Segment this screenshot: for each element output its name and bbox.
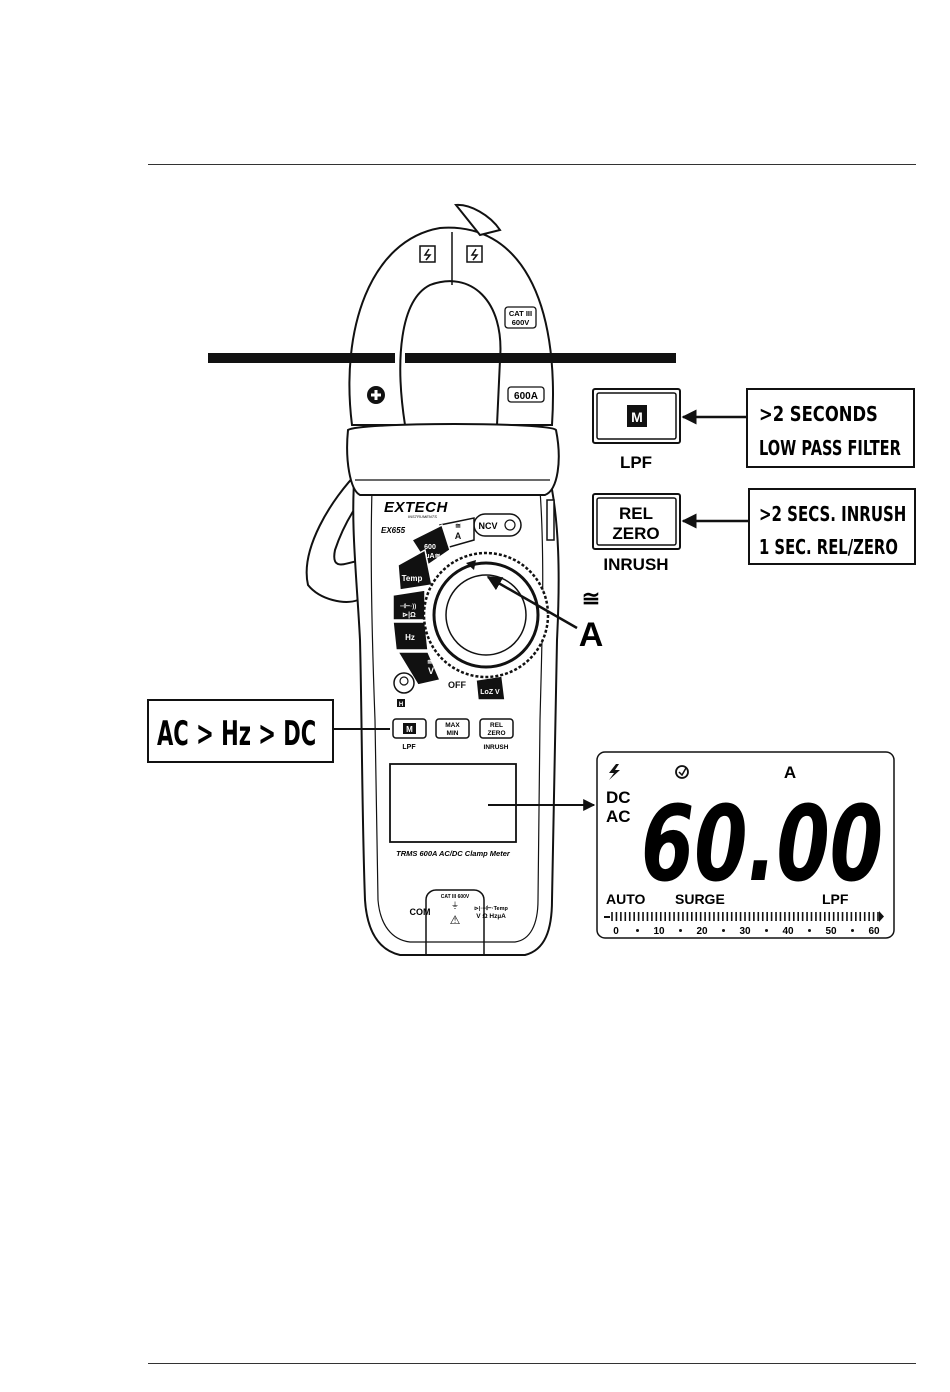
- warning-triangle-icon: ⚠: [450, 913, 461, 927]
- ground-icon: ⏚: [451, 901, 459, 910]
- meter-min-face: MIN: [447, 730, 459, 737]
- meter-maxmin-button: MAX MIN: [435, 718, 470, 739]
- meter-lcd: [389, 763, 517, 843]
- dial-diode-ohm: ⊳|Ω: [402, 612, 416, 619]
- callout-rel-note-2: 1 SEC. REL/ZERO: [759, 537, 898, 560]
- dial-temp: Temp: [402, 574, 423, 583]
- meter-rel-face: REL: [490, 722, 503, 729]
- callout-rel-face-2: ZERO: [612, 524, 659, 543]
- dial-off: OFF: [448, 680, 466, 690]
- lcd-timer-icon: [675, 765, 689, 779]
- callout-mode-note-1: >2 SECONDS: [759, 404, 878, 427]
- scale-dot: [679, 929, 682, 932]
- callout-dial-symbol-label: A: [579, 616, 604, 654]
- lcd-label-auto: AUTO: [606, 891, 646, 907]
- callout-dial-symbol: ≅ A: [486, 575, 604, 654]
- dial-volts: V: [428, 666, 434, 676]
- meter-relzero-button: REL ZERO INRUSH: [479, 718, 514, 751]
- dial-amps-label: A: [455, 531, 462, 541]
- jaw-cat-line1: CAT III: [509, 309, 532, 318]
- scale-dot: [636, 929, 639, 932]
- dial-ua-line1: 600: [424, 544, 436, 551]
- lcd-panel: A DC AC 60.00 AUTO SURGE LPF 0 10 20 30 40 50…: [596, 751, 895, 939]
- callout-mode-note-2: LOW PASS FILTER: [759, 438, 901, 461]
- meter-mode-label: LPF: [402, 744, 416, 751]
- bargraph-overflow-icon: [879, 911, 884, 922]
- meter-model-text: TRMS 600A AC/DC Clamp Meter: [396, 849, 511, 858]
- jaw-cat-badge: CAT III 600V: [504, 306, 537, 329]
- dial-symbol-acdc-icon: ≅: [582, 586, 600, 611]
- callout-rel-face-1: REL: [619, 504, 653, 523]
- scale-tick-label: 40: [782, 926, 794, 937]
- lcd-lightning-icon: [609, 764, 620, 780]
- conductor-wire-left: [208, 353, 395, 363]
- jaw-cat-line2: 600V: [512, 318, 530, 327]
- meter-zero-face: ZERO: [487, 730, 505, 737]
- scale-dot: [765, 929, 768, 932]
- jack-cat: CAT III 600V: [441, 894, 470, 900]
- dial-amps-symbol-icon: ≅: [455, 523, 461, 530]
- meter-relzero-label: INRUSH: [484, 744, 509, 751]
- callout-rel-label: INRUSH: [603, 555, 668, 574]
- clamp-jaw: [348, 203, 554, 426]
- brand-sub: INSTRUMENTS: [408, 514, 437, 519]
- lcd-mode-ac: AC: [606, 807, 631, 826]
- top-rule: [148, 164, 916, 165]
- lcd-label-lpf: LPF: [822, 891, 849, 907]
- bargraph-minus-sign: [604, 916, 610, 918]
- dial-hz: Hz: [405, 633, 415, 642]
- jaw-rating-badge: 600A: [507, 386, 545, 403]
- meter-mode-face: M: [406, 725, 413, 734]
- scale-tick-label: 0: [613, 926, 619, 937]
- ncv-label: NCV: [478, 521, 497, 531]
- model-number: EX655: [381, 526, 406, 535]
- callout-mode-label: LPF: [620, 453, 652, 472]
- jack-right-top: ⊳|·⊣⊢·Temp: [474, 904, 508, 912]
- scale-tick-label: 30: [739, 926, 751, 937]
- rotary-knob: [422, 551, 550, 679]
- jack-right-bottom: V Ω HzµA: [476, 913, 506, 920]
- backlight-hold-label: H: [399, 702, 403, 708]
- dial-ua-line2: µA≅: [426, 553, 441, 560]
- jack-com: COM: [410, 907, 431, 917]
- lcd-label-surge: SURGE: [675, 891, 725, 907]
- conductor-wire-right: [405, 353, 676, 363]
- ncv-indicator: NCV: [473, 513, 522, 537]
- function-dial-labels: ≅ A 600 µA≅ Temp ⊣⊢·)) ⊳|Ω Hz ≅ V OFF Lo…: [400, 523, 500, 696]
- dial-cap: ⊣⊢·)): [400, 602, 416, 610]
- callout-rel-note-1: >2 SECS. INRUSH: [759, 504, 906, 527]
- scale-tick-label: 60: [868, 926, 880, 937]
- polarity-plus-icon: [367, 386, 385, 404]
- lcd-bargraph: [604, 911, 884, 922]
- lcd-scale-labels: 0 10 20 30 40 50 60: [613, 926, 880, 937]
- brand-logo: EXTECH: [384, 499, 449, 516]
- callout-rel-key: REL ZERO INRUSH >2 SECS. INRUSH 1 SEC. R…: [592, 488, 916, 574]
- scale-tick-label: 10: [653, 926, 665, 937]
- scale-tick-label: 50: [825, 926, 837, 937]
- callout-mode-key: M LPF >2 SECONDS LOW PASS FILTER: [592, 388, 915, 472]
- collar: [346, 423, 560, 496]
- jaw-warning-icons: [419, 245, 483, 263]
- callout-mode-face: M: [631, 409, 643, 425]
- jaw-rating: 600A: [514, 391, 538, 402]
- meter-mode-button: M LPF: [392, 718, 427, 751]
- scale-dot: [851, 929, 854, 932]
- dial-loz: LoZ V: [480, 689, 500, 696]
- lcd-top-unit: A: [784, 763, 796, 782]
- callout-mode-sequence: AC > Hz > DC: [147, 699, 390, 763]
- bottom-rule: [148, 1363, 916, 1364]
- scale-dot: [808, 929, 811, 932]
- dial-volts-symbol-icon: ≅: [427, 659, 433, 666]
- scale-tick-label: 20: [696, 926, 708, 937]
- meter-max-face: MAX: [445, 722, 460, 729]
- mode-sequence-text: AC > Hz > DC: [157, 714, 316, 754]
- lcd-reading: 60.00: [641, 783, 883, 905]
- lcd-mode-dc: DC: [606, 788, 631, 807]
- input-jacks: COM CAT III 600V ⏚ ⚠ ⊳|·⊣⊢·Temp V Ω HzµA: [410, 889, 508, 955]
- backlight-button: H: [393, 672, 415, 708]
- scale-dot: [722, 929, 725, 932]
